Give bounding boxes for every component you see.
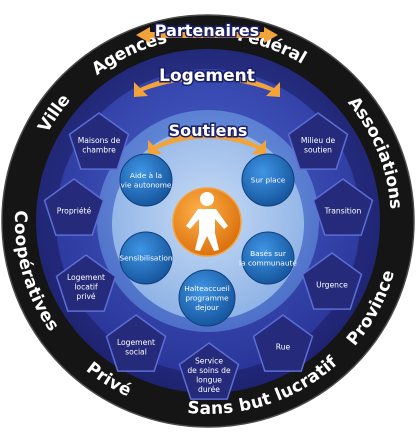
housing-option-label: chambre	[82, 145, 116, 154]
supports-arrow-icon	[148, 132, 266, 155]
housing-option-label: Milieu de	[301, 136, 336, 145]
partners-title-group: Partenaires	[136, 20, 278, 43]
housing-option-urgence: Urgence	[301, 252, 363, 310]
housing-option-label: Rue	[276, 343, 291, 352]
support-label: la communauté	[239, 258, 297, 267]
support-sensibilisation: Sensibilisation	[119, 231, 173, 285]
housing-option-pentagon	[178, 342, 240, 400]
support-label: Aide à la	[130, 171, 162, 180]
housing-option-pentagon	[105, 314, 167, 372]
housing-option-label: privé	[76, 292, 96, 301]
support-circle	[119, 153, 173, 207]
outer-ring-edge	[1, 14, 415, 428]
partners-title: Partenaires	[155, 21, 259, 40]
housing-option-pentagon	[252, 314, 314, 372]
housing-option-pentagon	[287, 112, 349, 170]
supports-title: Soutiens	[169, 121, 248, 140]
center-group	[172, 187, 242, 257]
person-icon	[186, 192, 228, 251]
housing-option-pentagon	[55, 254, 117, 312]
housing-option-pentagon	[68, 112, 130, 170]
supports-title-group: Soutiens	[148, 120, 266, 155]
housing-option-label: Maisons de	[78, 136, 121, 145]
support-circle	[241, 153, 295, 207]
partners-arrow-icon	[136, 27, 278, 43]
housing-option-label: locatif	[74, 283, 98, 292]
housing-option-label: Logement	[117, 338, 155, 347]
housing-option-pentagon	[301, 252, 363, 310]
housing-option-label: Transition	[324, 207, 362, 216]
housing-option-rue: Rue	[252, 314, 314, 372]
housing-option-label: soutien	[304, 145, 332, 154]
support-circle	[178, 269, 236, 327]
housing-option-label: Urgence	[316, 281, 348, 290]
housing-arrow-icon	[134, 73, 280, 97]
housing-option-label: Propriété	[57, 207, 92, 216]
housing-option-propriete: Propriété	[43, 178, 105, 236]
support-circle	[241, 231, 295, 285]
support-label: Sensibilisation	[119, 254, 173, 263]
housing-option-label: social	[125, 347, 147, 356]
housing-option-transition: Transition	[312, 178, 374, 236]
support-label: vie autonome	[121, 180, 172, 189]
support-sur-place: Sur place	[241, 153, 295, 207]
support-label: Sur place	[251, 176, 286, 185]
support-label: dejour	[195, 303, 219, 312]
housing-option-label: durée	[198, 385, 220, 394]
housing-title: Logement	[159, 66, 255, 86]
housing-option-label: Service	[195, 356, 223, 365]
housing-title-group: Logement	[134, 65, 280, 97]
support-label: Halteaccueil	[184, 284, 230, 293]
housing-option-pentagon	[43, 178, 105, 236]
housing-option-pentagon	[312, 178, 374, 236]
housing-option-label: de soins de	[187, 366, 231, 375]
support-label: programme	[185, 294, 229, 303]
support-label: Basés sur	[250, 249, 287, 258]
housing-option-label: longue	[196, 375, 222, 384]
housing-option-label: Logement	[67, 273, 105, 282]
support-circle	[119, 231, 173, 285]
